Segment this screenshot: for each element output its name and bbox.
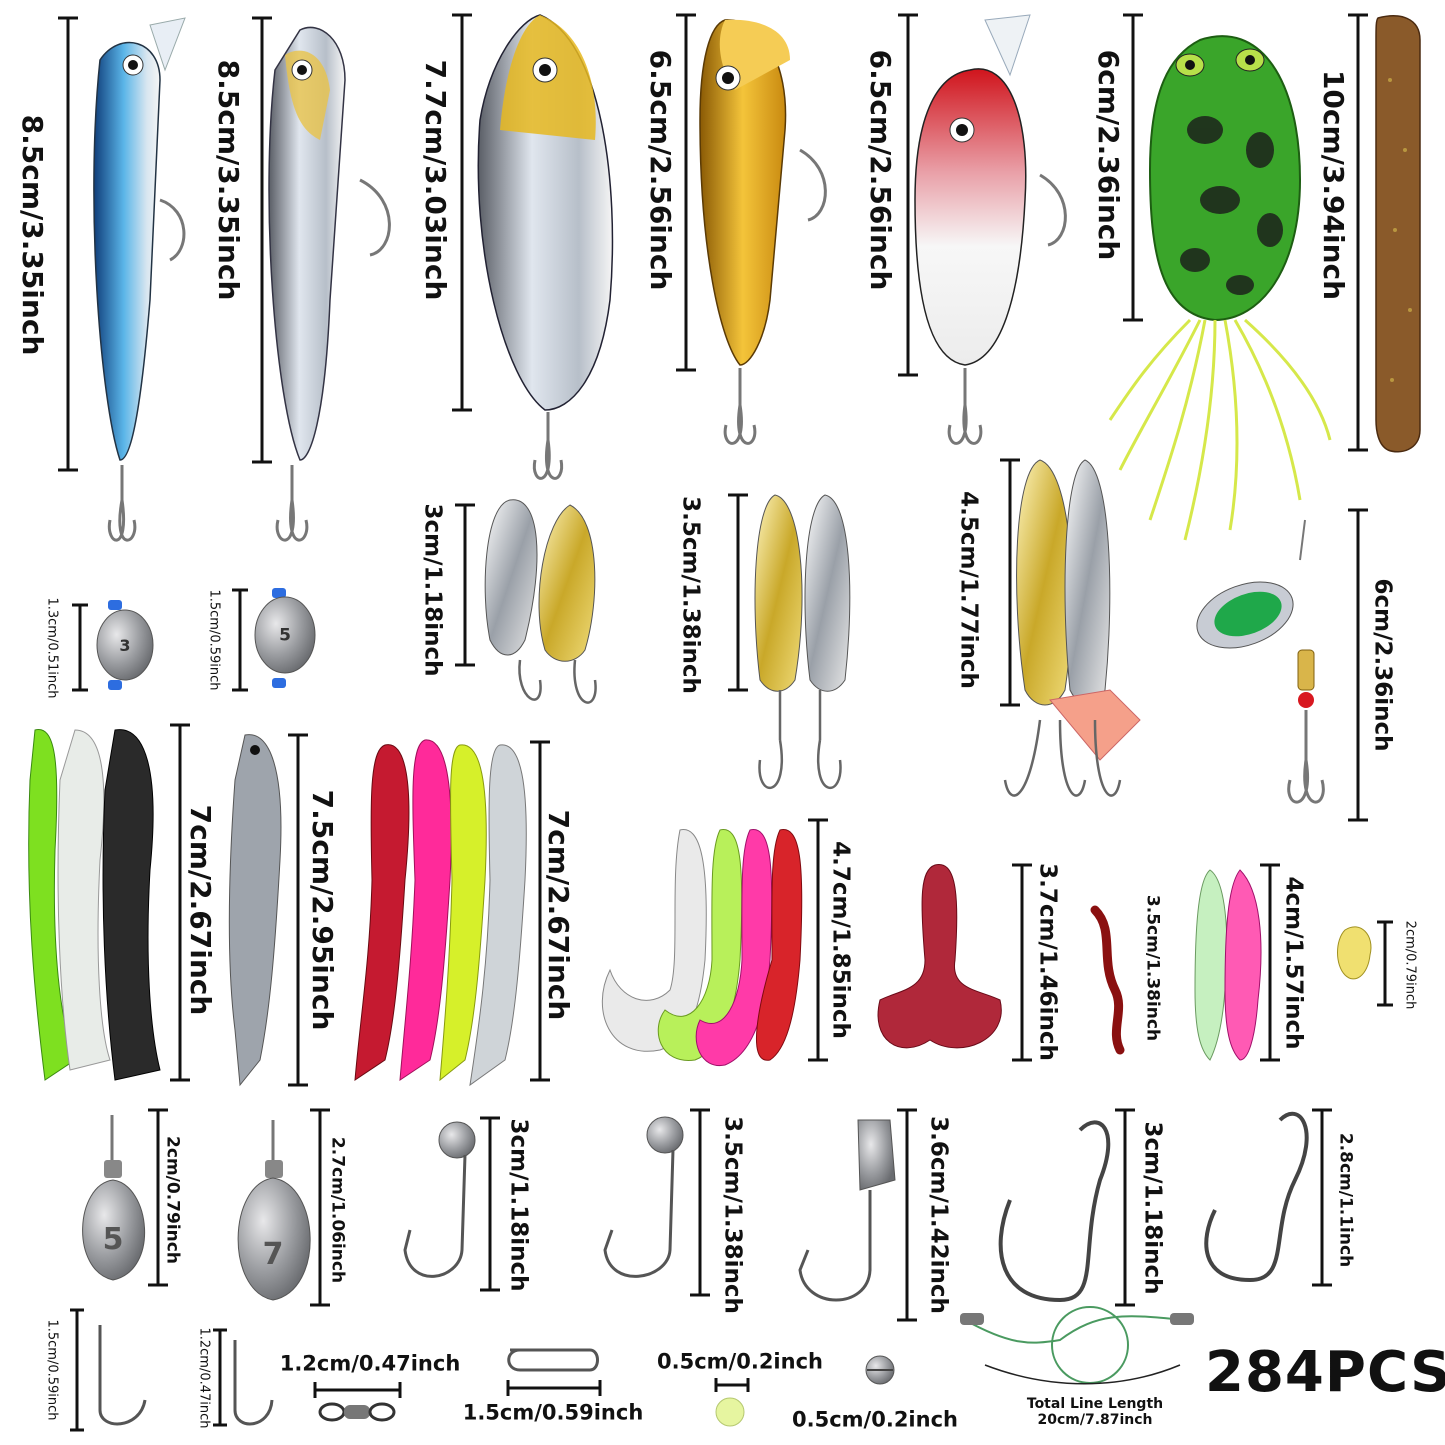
leader-length-value: 20cm/7.87inch <box>1037 1412 1153 1429</box>
measure-lines <box>58 13 1393 1432</box>
large-spoons <box>1003 459 1141 797</box>
curly-tail-grubs <box>601 829 803 1066</box>
size-label: 8.5cm/3.35inch <box>212 59 245 301</box>
size-label: 3.5cm/1.38inch <box>677 496 704 694</box>
leader-length-note: Total Line Length 20cm/7.87inch <box>1000 1396 1190 1428</box>
size-label: 6cm/2.36inch <box>1369 578 1396 752</box>
piece-count: 284PCS <box>1205 1340 1445 1405</box>
size-label: 1.3cm/0.51inch <box>44 597 60 699</box>
size-label: 2cm/0.79inch <box>162 1136 183 1264</box>
redhead-crank-lure <box>914 14 1067 445</box>
barrel-swivel <box>318 1402 396 1422</box>
split-tail-shad <box>228 734 282 1087</box>
size-label: 3.6cm/1.42inch <box>925 1116 952 1314</box>
leader-length-title: Total Line Length <box>1026 1396 1164 1412</box>
bell-sinker-number: 7 <box>262 1237 284 1272</box>
size-label: 7cm/2.67inch <box>542 809 575 1021</box>
offset-hook <box>1204 1111 1309 1283</box>
wide-gap-hook <box>998 1120 1111 1303</box>
soft-frog-lure <box>1108 35 1332 541</box>
size-label: 8.5cm/3.35inch <box>16 114 49 356</box>
inline-spinner <box>1196 519 1325 804</box>
egg-sinker-5 <box>254 588 316 688</box>
size-label: 2.8cm/1.1inch <box>1335 1132 1356 1268</box>
size-label: 0.5cm/0.2inch <box>792 1407 958 1432</box>
size-label: 6.5cm/2.56inch <box>644 49 677 291</box>
size-label: 1.2cm/0.47inch <box>196 1327 212 1429</box>
glow-bead <box>715 1397 745 1427</box>
size-label: 7.7cm/3.03inch <box>419 59 452 301</box>
size-label: 2.7cm/1.06inch <box>327 1136 348 1284</box>
twin-tail-grub <box>877 863 1002 1049</box>
gold-popper-lure <box>699 19 827 445</box>
jig-head-2 <box>603 1116 684 1278</box>
egg-sinker-number: 3 <box>119 636 131 655</box>
jig-head-3 <box>798 1119 896 1302</box>
snap-clip <box>507 1348 599 1372</box>
size-label: 7cm/2.67inch <box>184 804 217 1016</box>
egg-sinker-3 <box>96 600 154 690</box>
size-label: 1.2cm/0.47inch <box>279 1351 461 1376</box>
split-shot <box>865 1355 895 1385</box>
bell-sinker-7 <box>237 1120 311 1301</box>
soft-shrimp-set <box>1194 869 1262 1061</box>
egg-sinker-number: 5 <box>279 625 291 646</box>
size-label: 6.5cm/2.56inch <box>864 49 897 291</box>
size-label: 6cm/2.36inch <box>1092 49 1125 261</box>
size-label: 0.5cm/0.2inch <box>657 1349 823 1374</box>
size-label: 3.5cm/1.38inch <box>1142 894 1163 1042</box>
size-label: 3.7cm/1.46inch <box>1034 863 1061 1061</box>
stick-worm-lure <box>1375 15 1421 453</box>
size-label: 1.5cm/0.59inch <box>462 1400 644 1425</box>
small-hook-1 <box>98 1325 147 1426</box>
bell-sinker-number: 5 <box>102 1222 124 1257</box>
bell-sinker-5 <box>82 1115 145 1281</box>
blue-minnow-lure <box>93 17 186 542</box>
size-label: 3cm/1.18inch <box>1139 1121 1166 1295</box>
small-hook-2 <box>233 1340 274 1426</box>
vib-lure <box>477 14 614 480</box>
size-label: 4cm/1.57inch <box>1280 876 1307 1050</box>
size-label: 3.5cm/1.38inch <box>719 1116 746 1314</box>
size-label: 10cm/3.94inch <box>1317 69 1350 301</box>
small-spoons <box>484 499 597 704</box>
size-label: 3cm/1.18inch <box>419 503 446 677</box>
small-red-worm <box>1090 905 1125 1055</box>
size-label: 2cm/0.79inch <box>1402 920 1418 1010</box>
size-label: 7.5cm/2.95inch <box>306 789 339 1031</box>
size-label: 4.5cm/1.77inch <box>955 491 982 689</box>
size-label: 1.5cm/0.59inch <box>44 1319 60 1421</box>
maggot-bait <box>1337 926 1372 980</box>
size-label: 1.5cm/0.59inch <box>206 589 222 691</box>
jig-head-1 <box>403 1121 476 1278</box>
size-label: 4.7cm/1.85inch <box>827 841 854 1039</box>
ribbed-shad-set <box>354 739 527 1087</box>
silver-minnow-lure <box>268 26 391 542</box>
wire-leader <box>960 1306 1194 1385</box>
medium-spoons <box>754 494 851 789</box>
paddle-shad-set <box>28 729 161 1081</box>
size-label: 3cm/1.18inch <box>505 1118 532 1292</box>
